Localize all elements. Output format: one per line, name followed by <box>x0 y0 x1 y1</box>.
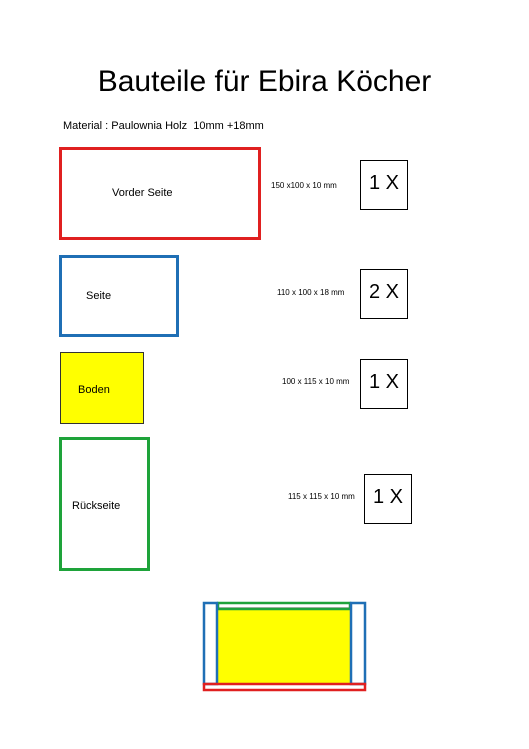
part-side-panel-dimensions: 110 x 100 x 18 mm <box>277 288 345 297</box>
assembly-side-left <box>202 601 219 686</box>
assembly-side-right <box>349 601 367 686</box>
part-front-panel-dimensions: 150 x100 x 10 mm <box>271 181 337 190</box>
part-back-panel: Rückseite <box>59 437 150 571</box>
part-side-panel: Seite <box>59 255 179 337</box>
material-note: Material : Paulownia Holz 10mm +18mm <box>63 120 264 132</box>
part-bottom-panel-dimensions: 100 x 115 x 10 mm <box>282 377 350 386</box>
assembly-diagram <box>202 601 367 692</box>
part-back-panel-dimensions: 115 x 115 x 10 mm <box>288 492 355 501</box>
assembly-front <box>202 682 367 692</box>
part-side-panel-quantity-box: 2 X <box>360 269 408 319</box>
part-front-panel-quantity: 1 X <box>368 172 400 194</box>
part-back-panel-quantity: 1 X <box>372 486 404 508</box>
part-side-panel-label: Seite <box>86 290 112 302</box>
part-front-panel: Vorder Seite <box>59 147 261 240</box>
part-back-panel-quantity-box: 1 X <box>364 474 412 524</box>
part-bottom-panel-label: Boden <box>78 384 110 396</box>
assembly-bottom <box>216 607 352 685</box>
page-title: Bauteile für Ebira Köcher <box>97 65 432 98</box>
part-bottom-panel-quantity-box: 1 X <box>360 359 408 409</box>
assembly-back <box>216 601 352 611</box>
part-bottom-panel-quantity: 1 X <box>368 371 400 393</box>
part-front-panel-quantity-box: 1 X <box>360 160 408 210</box>
part-bottom-panel: Boden <box>60 352 144 424</box>
part-side-panel-quantity: 2 X <box>368 281 400 303</box>
part-back-panel-label: Rückseite <box>72 500 121 512</box>
part-front-panel-label: Vorder Seite <box>112 187 173 199</box>
